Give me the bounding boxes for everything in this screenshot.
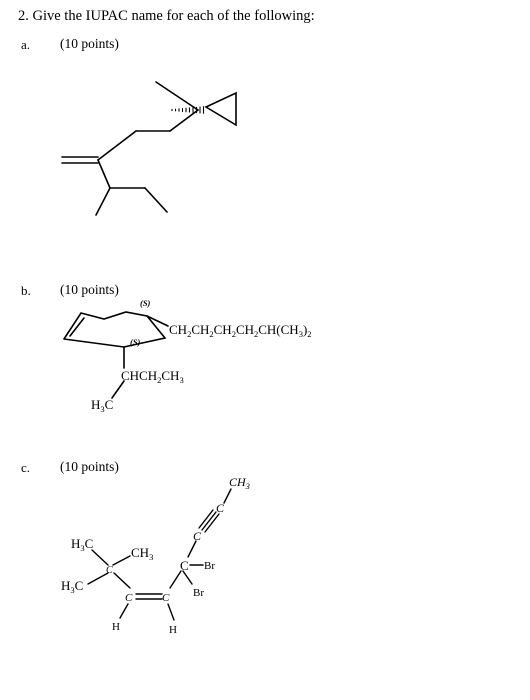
bond-chain-1 <box>97 130 137 161</box>
bond-alkene-quaternary-left <box>113 572 131 589</box>
bond-ch3-alkyne <box>223 488 232 504</box>
stereo-label-top: (S) <box>140 298 151 308</box>
part-c-letter: c. <box>21 460 31 475</box>
cyclohexene-ring <box>63 311 167 348</box>
bond-methyl-mid <box>112 555 131 566</box>
alkyne-carbon-lower: C <box>193 529 202 543</box>
bond-lower-1 <box>97 159 111 189</box>
triple-bond-3 <box>198 509 214 529</box>
part-a-letter: a. <box>21 37 31 52</box>
bond-chain-3 <box>169 109 199 132</box>
methyl-mid-label: CH3 <box>131 545 153 562</box>
side-chain-formula: CH2CH2CH2CH2CH(CH3)2 <box>169 322 312 339</box>
methyl-upper-label: H3C <box>71 536 93 553</box>
methyl-lower-label: H3C <box>61 578 83 595</box>
quaternary-carbon-left: C <box>106 565 113 576</box>
bond-lower-methyl <box>95 187 111 216</box>
bromine-right-label: Br <box>204 560 215 572</box>
alkene-carbon-right: C <box>162 592 170 604</box>
bond-c-br-below <box>182 570 193 585</box>
bond-h-left <box>119 603 129 619</box>
stereo-label-mid: (S) <box>130 337 141 347</box>
ring-double-bond <box>69 317 85 337</box>
hashed-wedge-bond <box>171 106 205 114</box>
triple-bond-1 <box>201 511 217 531</box>
part-b-letter: b. <box>21 283 31 298</box>
alkene-carbon-left: C <box>125 592 133 604</box>
bond-lower-3 <box>144 187 168 213</box>
hydrogen-left-label: H <box>112 621 120 633</box>
hydrogen-right-label: H <box>169 624 177 636</box>
bond-methyl-branch <box>155 81 199 111</box>
part-c-points: (10 points) <box>60 459 119 474</box>
question-title: 2. Give the IUPAC name for each of the f… <box>18 8 315 24</box>
part-b-points: (10 points) <box>60 282 119 297</box>
bond-side-chain <box>146 315 169 327</box>
triple-bond-2 <box>204 513 220 533</box>
bond-methyl-lower <box>87 572 109 585</box>
branch-formula: CHCH2CH3 <box>121 368 184 385</box>
part-a-points: (10 points) <box>60 36 119 51</box>
bromine-below-label: Br <box>193 587 204 599</box>
bond-methyl-upper <box>91 549 109 566</box>
quaternary-carbon-right: C <box>180 558 189 573</box>
methyl-formula: H3C <box>91 397 113 414</box>
cyclopropane-ring <box>204 91 237 127</box>
bond-methyl <box>111 380 125 399</box>
bond-alkyne-quaternary <box>187 540 197 558</box>
ch3-top-label: CH3 <box>229 475 250 491</box>
bond-h-right <box>167 603 175 621</box>
bond-quaternary-alkene <box>169 570 182 589</box>
alkyne-carbon-upper: C <box>216 501 225 515</box>
